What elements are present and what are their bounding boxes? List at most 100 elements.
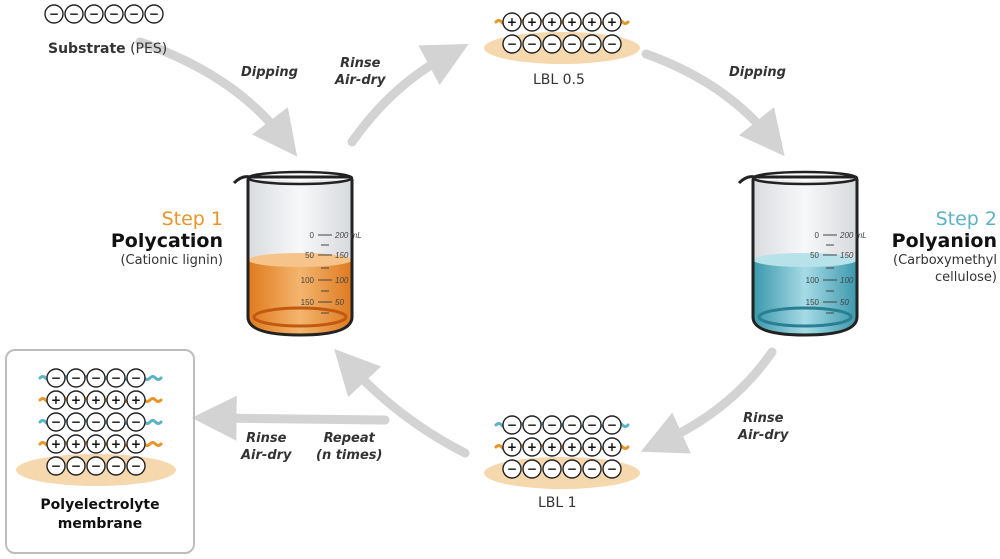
rinse-airdry-label-2: Rinse Air-dry (738, 410, 789, 444)
lbl1-sign: − (567, 418, 577, 432)
scale-left-0: 0 (815, 231, 820, 240)
beaker-polyanion: 0 50 100 150 200 mL 150 100 50 (737, 170, 867, 337)
membrane-sign: + (131, 437, 141, 451)
substrate-sign: − (109, 7, 119, 21)
substrate-sign: − (129, 7, 139, 21)
lbl05-sign: − (547, 37, 557, 51)
scale-right-150: 150 (840, 251, 854, 260)
lbl1-charge-minus (602, 459, 622, 479)
lbl1-charge-plus (562, 437, 582, 457)
membrane-sign: + (51, 437, 61, 451)
airdry-text: Air-dry (335, 73, 386, 88)
scale-right-100: 100 (335, 276, 349, 285)
membrane-charge-minus (86, 456, 106, 476)
lbl05-charge-plus (602, 12, 622, 32)
substrate-charge-minus (64, 4, 84, 24)
dipping-label-1: Dipping (241, 65, 298, 80)
lbl1-sign: + (587, 440, 597, 454)
lbl1-charge-minus (542, 415, 562, 435)
repeat-label: Repeat (n times) (316, 430, 382, 464)
lbl05-charge-plus (542, 12, 562, 32)
arrow-to-membrane (191, 395, 390, 441)
membrane-sign: − (71, 371, 81, 385)
arrow-repeat (334, 348, 470, 458)
lbl05-sign: + (527, 15, 537, 29)
substrate-label-rest: (PES) (125, 41, 168, 57)
membrane-sign: − (51, 459, 61, 473)
rinse-text: Rinse (246, 431, 287, 446)
substrate-charge-minus (44, 4, 64, 24)
step2-name: Polyanion (891, 230, 997, 252)
step1-block: Step 1 Polycation (Cationic lignin) (103, 208, 223, 269)
lbl1-sign: − (547, 462, 557, 476)
lbl05-charge-minus (562, 34, 582, 54)
lbl05-sign: + (547, 15, 557, 29)
lbl1-sign: + (607, 440, 617, 454)
membrane-charge-minus (86, 412, 106, 432)
lbl05-charge-minus (502, 34, 522, 54)
membrane-charge-minus (106, 456, 126, 476)
membrane-charge-plus (126, 390, 146, 410)
lbl1-label: LBL 1 (538, 495, 577, 511)
membrane-sign: − (111, 415, 121, 429)
lbl05-substrate-pad (484, 32, 640, 64)
lbl1-sign: − (527, 462, 537, 476)
lbl1-charge-minus (602, 415, 622, 435)
membrane-charge-minus (86, 368, 106, 388)
membrane-charge-minus (46, 412, 66, 432)
substrate-label-bold: Substrate (48, 41, 126, 57)
lbl1-charge-plus (602, 437, 622, 457)
membrane-sign: − (51, 415, 61, 429)
lbl1-charge-minus (502, 415, 522, 435)
membrane-charge-plus (126, 434, 146, 454)
membrane-charge-minus (66, 412, 86, 432)
scale-right-100: 100 (840, 276, 854, 285)
membrane-charge-minus (46, 456, 66, 476)
scale-right-150: 150 (335, 251, 349, 260)
membrane-sign: − (131, 459, 141, 473)
membrane-sign: − (71, 415, 81, 429)
lbl1-charge-minus (502, 459, 522, 479)
dipping-label-2: Dipping (729, 65, 786, 80)
membrane-label: Polyelectrolyte membrane (5, 496, 195, 534)
lbl05-label: LBL 0.5 (533, 72, 585, 88)
membrane-charge-plus (66, 390, 86, 410)
membrane-charge-minus (106, 412, 126, 432)
lbl1-charge-minus (582, 415, 602, 435)
lbl05-sign: − (567, 37, 577, 51)
scale-left-150: 150 (301, 298, 315, 307)
lbl1-sign: − (507, 462, 517, 476)
lbl1-charge-minus (522, 459, 542, 479)
lbl05-sign: + (607, 15, 617, 29)
lbl1-charge-minus (582, 459, 602, 479)
arrow-rinse-to-lbl05 (347, 43, 469, 147)
membrane-sign: − (131, 371, 141, 385)
membrane-sign: − (91, 459, 101, 473)
membrane-charge-minus (126, 368, 146, 388)
membrane-charge-minus (66, 456, 86, 476)
membrane-charge-plus (46, 390, 66, 410)
scale-left-150: 150 (806, 298, 820, 307)
membrane-charge-plus (106, 434, 126, 454)
lbl05-charge-plus (582, 12, 602, 32)
arrow-dip-step1 (135, 37, 298, 157)
membrane-charge-plus (66, 434, 86, 454)
lbl1-substrate-pad (484, 457, 640, 489)
arrow-dip-step2 (641, 49, 785, 157)
substrate-sign: − (69, 7, 79, 21)
lbl1-charge-minus (562, 459, 582, 479)
membrane-sign: + (131, 393, 141, 407)
scale-left-50: 50 (305, 251, 314, 260)
beaker-scale (823, 234, 837, 314)
step1-name: Polycation (110, 230, 223, 252)
lbl05-sign: + (507, 15, 517, 29)
membrane-sign: + (71, 437, 81, 451)
membrane-label-line2: membrane (57, 516, 143, 532)
membrane-sign: − (51, 371, 61, 385)
membrane-charge-plus (86, 390, 106, 410)
substrate-label: Substrate (PES) (48, 41, 167, 57)
airdry-text: Air-dry (241, 448, 292, 463)
lbl1-charge-plus (502, 437, 522, 457)
